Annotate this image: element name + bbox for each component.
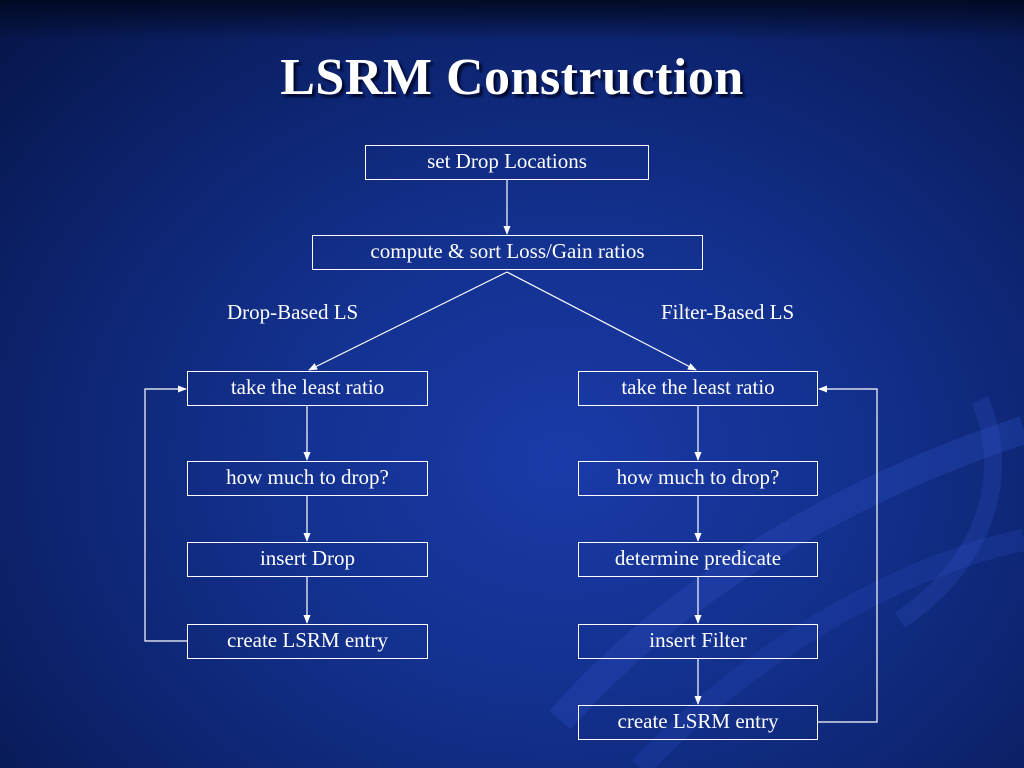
arrow-filter-loop bbox=[818, 385, 878, 723]
filter-step-create-lsrm-entry: create LSRM entry bbox=[578, 705, 818, 740]
drop-step-take-least-ratio: take the least ratio bbox=[187, 371, 428, 406]
arrow-compute-to-filter bbox=[506, 271, 697, 371]
filter-step-determine-predicate: determine predicate bbox=[578, 542, 818, 577]
filter-step-take-least-ratio: take the least ratio bbox=[578, 371, 818, 406]
step-set-drop-locations: set Drop Locations bbox=[365, 145, 649, 180]
arrow-drop-loop bbox=[144, 385, 187, 642]
filter-step-how-much-to-drop: how much to drop? bbox=[578, 461, 818, 496]
top-shade bbox=[0, 0, 1024, 40]
arrow-compute-to-drop bbox=[308, 271, 508, 371]
drop-step-how-much-to-drop: how much to drop? bbox=[187, 461, 428, 496]
drop-step-insert-drop: insert Drop bbox=[187, 542, 428, 577]
label-filter-based-ls: Filter-Based LS bbox=[661, 300, 795, 324]
step-compute-sort-ratios: compute & sort Loss/Gain ratios bbox=[312, 235, 703, 270]
label-drop-based-ls: Drop-Based LS bbox=[227, 300, 359, 324]
filter-step-insert-filter: insert Filter bbox=[578, 624, 818, 659]
drop-step-create-lsrm-entry: create LSRM entry bbox=[187, 624, 428, 659]
slide-title: LSRM Construction bbox=[280, 49, 744, 106]
